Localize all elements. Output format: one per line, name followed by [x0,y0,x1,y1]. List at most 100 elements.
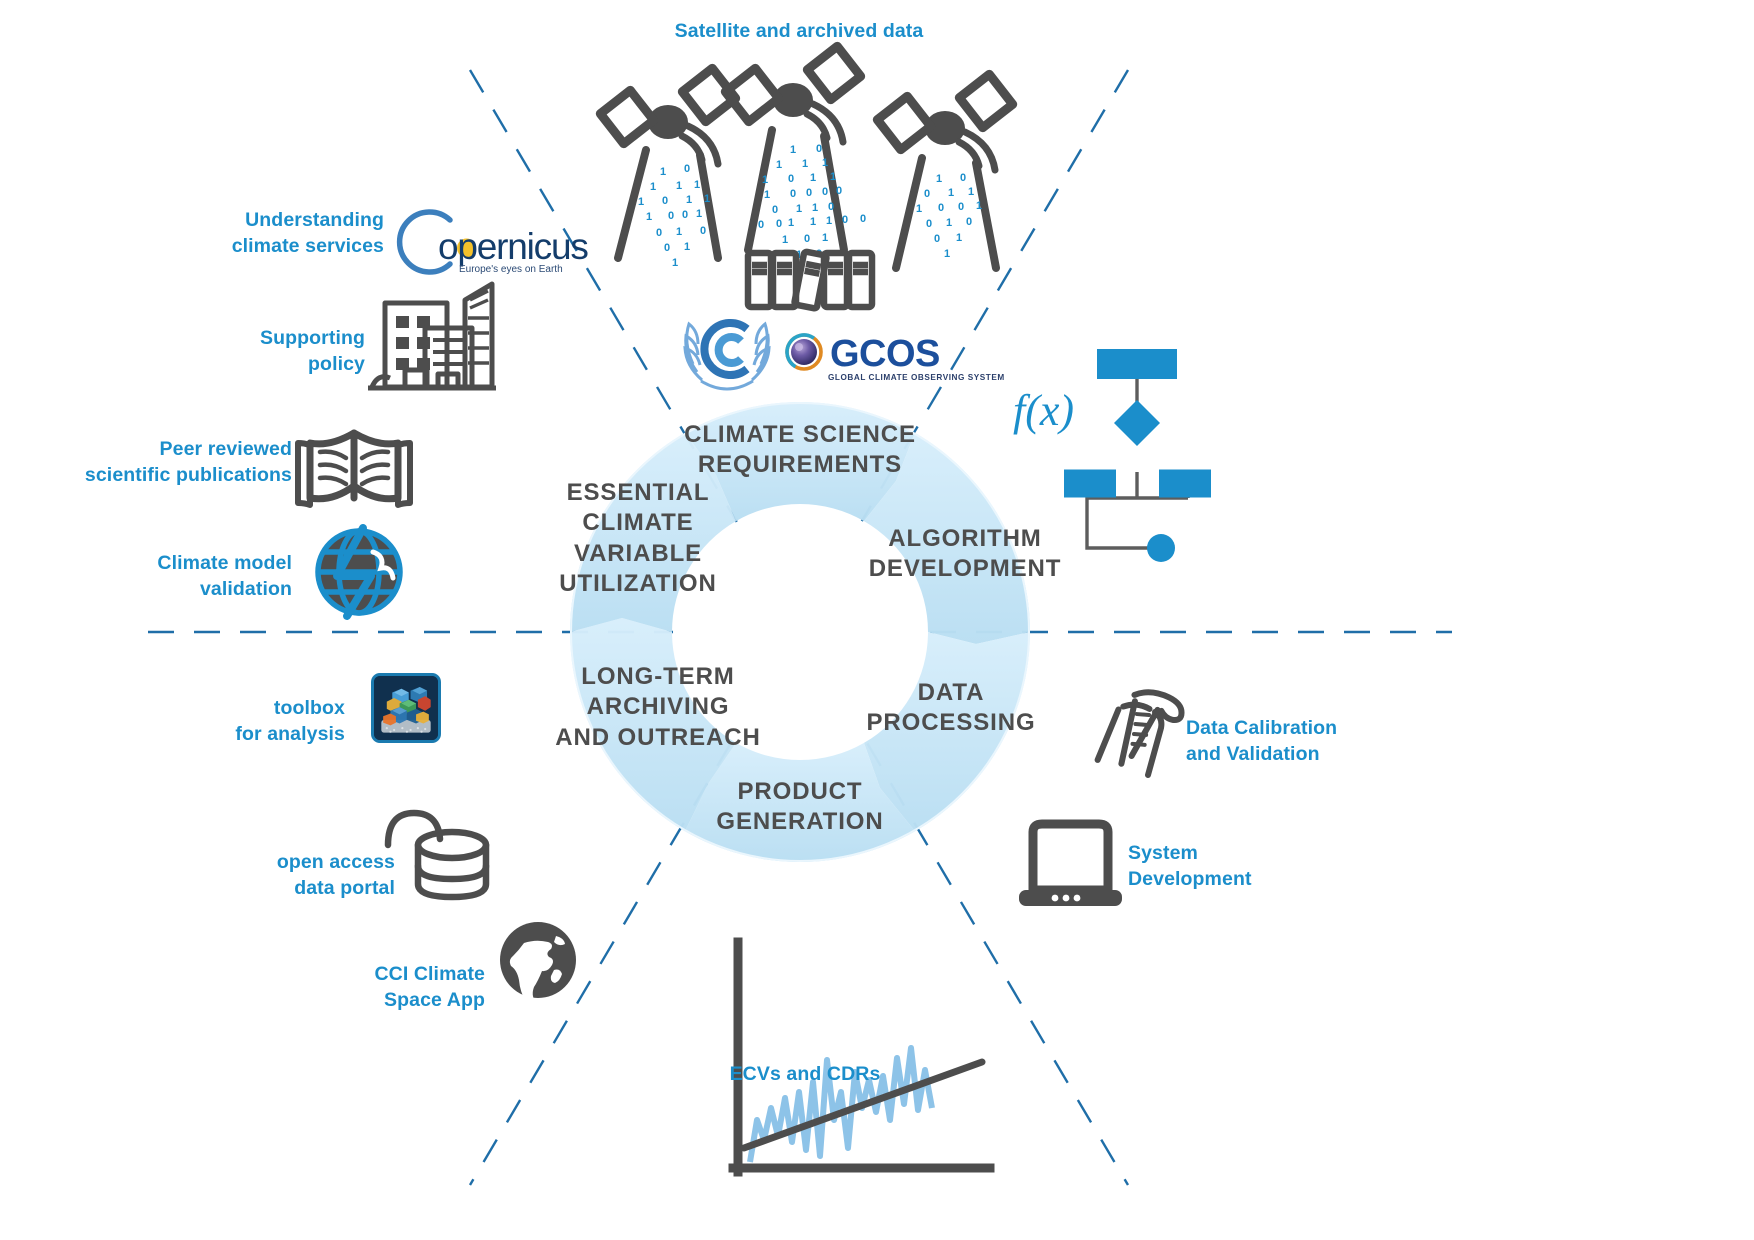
buildings-icon [368,281,496,391]
copernicus-logo: opernicus Europe's eyes on Earth [396,209,590,275]
svg-text:1: 1 [810,216,816,228]
satellite-group [595,41,1018,272]
svg-text:0: 0 [806,187,812,199]
svg-text:1: 1 [788,217,794,229]
label-ecvs-and-cdrs: ECVs and CDRs [729,1063,881,1085]
svg-text:1: 1 [826,215,832,227]
svg-text:1: 1 [830,171,836,183]
label-supporting-policy: Supporting policy [260,327,365,375]
svg-text:0: 0 [926,218,932,230]
svg-text:0: 0 [860,213,866,225]
svg-text:1: 1 [694,179,700,191]
svg-text:1: 1 [646,211,652,223]
svg-text:1: 1 [650,181,656,193]
svg-text:1: 1 [790,144,796,156]
svg-text:0: 0 [804,233,810,245]
svg-text:1: 1 [704,193,710,205]
svg-text:1: 1 [916,203,922,215]
svg-text:1: 1 [968,186,974,198]
svg-text:1: 1 [796,203,802,215]
svg-text:1: 1 [676,180,682,192]
gcos-logo: GCOS GLOBAL CLIMATE OBSERVING SYSTEM [785,333,1005,382]
trend-chart-icon [728,937,995,1177]
svg-text:f(x): f(x) [1013,386,1074,435]
label-cci-climate-space-app: CCI Climate Space App [374,963,485,1011]
svg-text:0: 0 [958,201,964,213]
svg-text:0: 0 [960,172,966,184]
svg-text:1: 1 [946,217,952,229]
svg-text:0: 0 [934,233,940,245]
label-open-access-data-portal: open access data portal [276,851,395,899]
label-toolbox-for-analysis: toolbox for analysis [235,697,345,745]
svg-text:1: 1 [936,173,942,185]
unfccc-logo [683,319,771,391]
label-understanding-climate-services: Understanding climate services [231,209,384,257]
svg-text:0: 0 [772,204,778,216]
svg-text:1: 1 [802,158,808,170]
svg-text:0: 0 [700,225,706,237]
database-unlock-icon [384,809,490,901]
svg-text:1: 1 [676,226,682,238]
svg-text:1: 1 [812,202,818,214]
svg-text:1: 1 [660,166,666,178]
svg-text:1: 1 [948,187,954,199]
caliper-hammer-icon [1094,689,1185,778]
svg-text:0: 0 [682,209,688,221]
svg-text:1: 1 [782,234,788,246]
svg-text:1: 1 [944,248,950,260]
svg-text:1: 1 [796,249,802,261]
svg-text:0: 0 [788,173,794,185]
page-title: Satellite and archived data [674,20,924,42]
wheel-label-algorithm-development: Algorithm Development [868,525,1062,583]
svg-text:1: 1 [822,157,828,169]
wheel-label-climate-science-requirements: Climate Science Requirements [684,421,916,479]
label-system-development: System Development [1128,842,1252,890]
svg-text:1: 1 [822,232,828,244]
svg-text:1: 1 [696,208,702,220]
svg-text:0: 0 [938,202,944,214]
svg-text:1: 1 [686,194,692,206]
svg-text:0: 0 [816,248,822,260]
svg-text:1: 1 [762,174,768,186]
wheel-label-data-processing: Data Processing [866,679,1036,737]
toolbox-app-icon [371,673,441,743]
svg-text:1: 1 [684,241,690,253]
svg-text:0: 0 [790,188,796,200]
svg-text:Europe's eyes on Earth: Europe's eyes on Earth [459,264,563,275]
svg-text:opernicus: opernicus [438,226,588,267]
svg-text:1: 1 [672,257,678,269]
svg-text:0: 0 [684,163,690,175]
svg-text:0: 0 [776,218,782,230]
open-book-icon [295,429,413,508]
svg-text:0: 0 [656,227,662,239]
svg-text:0: 0 [966,216,972,228]
svg-text:1: 1 [776,159,782,171]
laptop-icon [1019,819,1122,906]
svg-text:1: 1 [956,232,962,244]
svg-text:0: 0 [924,188,930,200]
svg-text:0: 0 [828,201,834,213]
wheel-label-product-generation: Product Generation [716,778,884,836]
svg-text:1: 1 [810,172,816,184]
svg-text:0: 0 [822,186,828,198]
svg-text:GCOS: GCOS [830,333,940,375]
svg-text:0: 0 [668,210,674,222]
svg-text:1: 1 [976,200,982,212]
svg-text:GLOBAL CLIMATE OBSERVING SYSTE: GLOBAL CLIMATE OBSERVING SYSTEM [828,373,1005,382]
svg-text:0: 0 [836,185,842,197]
label-peer-reviewed-scientific-publications: Peer reviewed scientific publications [84,438,292,486]
books-icon [744,248,876,312]
svg-text:0: 0 [664,242,670,254]
svg-text:1: 1 [764,189,770,201]
globe-grid-icon [315,524,403,620]
svg-text:0: 0 [758,219,764,231]
globe-africa-icon [500,922,576,1004]
svg-text:1: 1 [638,196,644,208]
svg-text:0: 0 [662,195,668,207]
label-climate-model-validation: Climate model validation [157,552,292,600]
wheel-label-long-term-archiving-and-outreach: Long-term Archiving and Outreach [555,663,761,751]
wheel-label-essential-climate-variable-utilization: Essential Climate Variable Utilization [559,479,717,598]
